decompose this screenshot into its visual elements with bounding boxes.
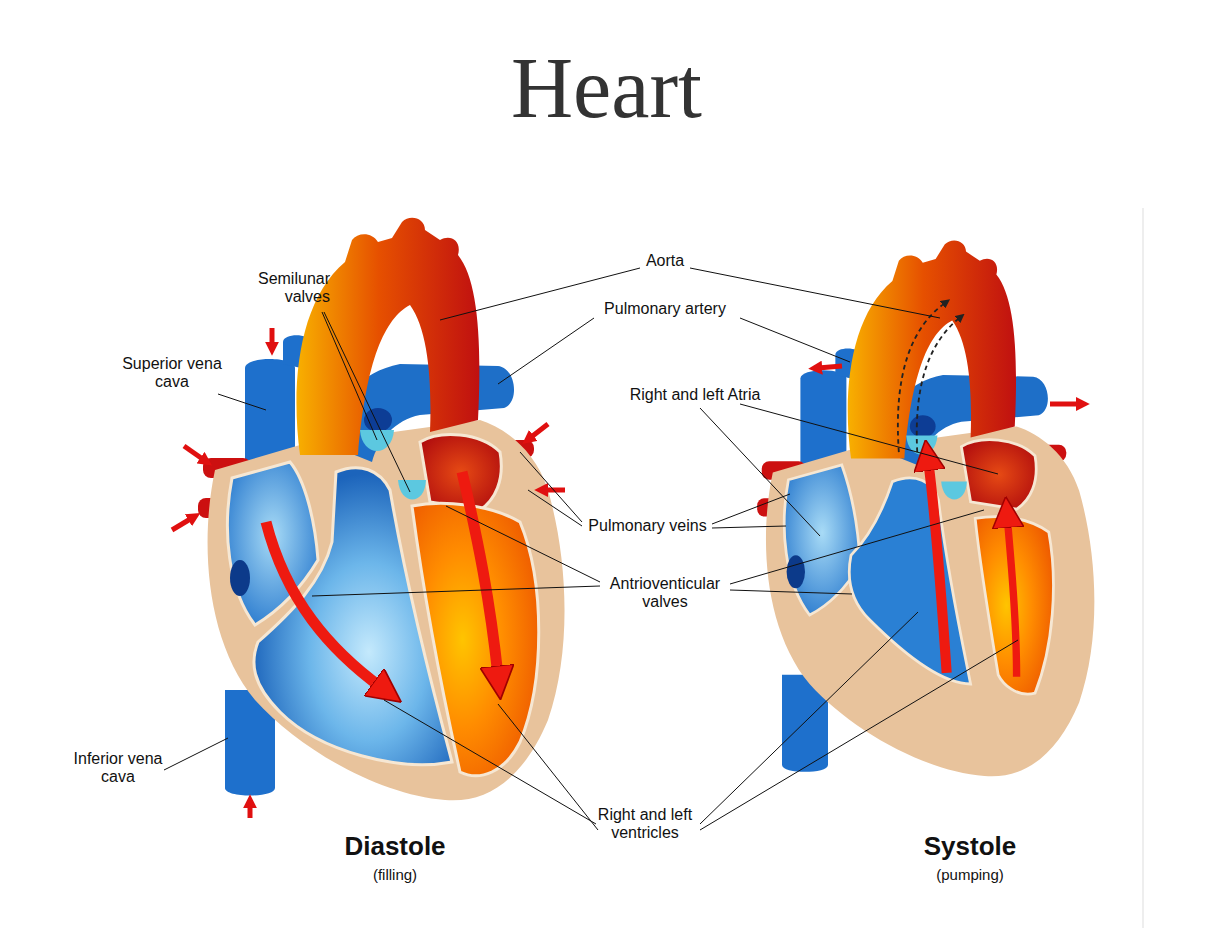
leader-lines xyxy=(164,268,1018,830)
leader-line xyxy=(446,506,600,582)
left-atrium xyxy=(420,435,501,510)
leader-line xyxy=(712,526,786,528)
page-title: Heart xyxy=(511,38,702,138)
part-label: Antrioventicular valves xyxy=(590,575,740,612)
phase-note: (pumping) xyxy=(895,866,1045,883)
part-label: Superior vena cava xyxy=(122,355,222,392)
flow-arrow xyxy=(462,472,498,676)
diastole-heart xyxy=(198,218,565,801)
leader-line xyxy=(322,312,377,440)
flow-arrow xyxy=(270,328,275,346)
part-label: Aorta xyxy=(630,252,700,270)
phase-note: (filling) xyxy=(310,866,480,883)
flow-arrow xyxy=(248,804,253,818)
flow-arrow xyxy=(1007,518,1016,676)
semilunar-valve xyxy=(906,436,937,455)
systole-heart xyxy=(757,240,1094,776)
flow-arrow xyxy=(266,522,382,688)
right-ventricle xyxy=(849,478,970,684)
semilunar-valve xyxy=(941,482,967,500)
leader-line xyxy=(740,404,998,474)
flow-arrow xyxy=(1050,402,1080,407)
valve-pocket xyxy=(910,415,936,437)
leader-line xyxy=(520,452,582,522)
leader-line xyxy=(218,394,266,410)
dashed-flow xyxy=(898,303,945,452)
part-label: Semilunar valves xyxy=(226,270,330,307)
heart-outline xyxy=(198,218,565,801)
part-label: Inferior vena cava xyxy=(72,750,164,787)
part-label: Pulmonary artery xyxy=(585,300,745,318)
flow-arrow xyxy=(928,461,946,673)
leader-line xyxy=(324,312,410,492)
leader-line xyxy=(700,408,820,536)
flow-arrow xyxy=(172,518,192,530)
part-label: Right and left ventricles xyxy=(575,806,715,843)
semilunar-valve xyxy=(398,480,426,500)
vessel-opening xyxy=(230,560,250,596)
leader-line xyxy=(712,494,790,524)
flow-arrow xyxy=(544,488,565,493)
leader-line xyxy=(730,590,852,594)
flow-arrow xyxy=(530,424,548,438)
leader-line xyxy=(312,586,600,596)
leader-line xyxy=(528,490,582,526)
leader-line xyxy=(700,640,1018,830)
part-label: Right and left Atria xyxy=(600,386,790,404)
phase-label: Diastole xyxy=(310,832,480,862)
leader-line xyxy=(498,704,598,830)
heart-outline xyxy=(757,240,1094,776)
leader-line xyxy=(730,510,984,584)
dashed-flow xyxy=(917,318,960,452)
part-label: Pulmonary veins xyxy=(570,517,725,535)
leader-line xyxy=(740,318,850,362)
left-atrium xyxy=(961,440,1036,509)
flow-arrow xyxy=(184,446,204,460)
vessel-opening xyxy=(787,555,805,588)
leader-line xyxy=(498,318,594,384)
leader-line xyxy=(690,268,940,318)
flow-arrows xyxy=(172,328,1080,818)
leader-line xyxy=(384,700,596,824)
phase-label: Systole xyxy=(895,832,1045,862)
leader-line xyxy=(164,738,228,770)
left-ventricle xyxy=(975,517,1053,694)
leader-line xyxy=(700,612,918,824)
flow-arrow xyxy=(818,366,842,368)
divider-line xyxy=(1143,208,1144,928)
